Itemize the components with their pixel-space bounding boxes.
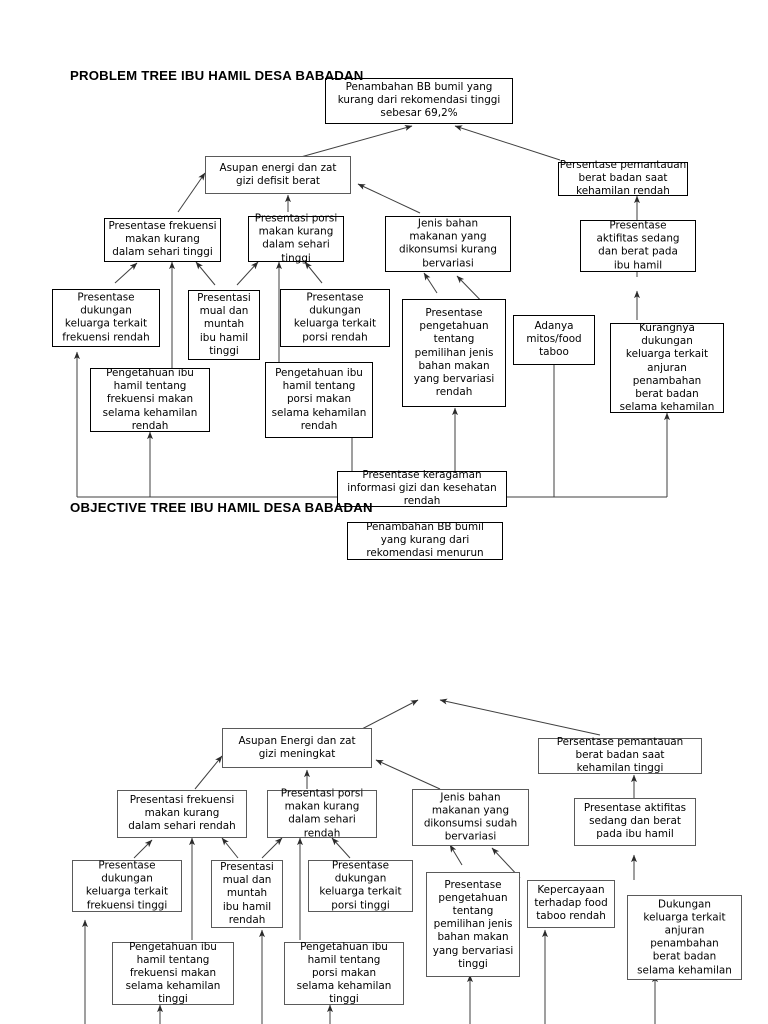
objective-node-asupan-energi[interactable]: Asupan Energi dan zat gizi meningkat [222,728,372,768]
problem-node-pengetahuan-jenis-label: Presentase pengetahuan tentang pemilihan… [413,306,495,399]
objective-node-pengetahuan-porsi-label: Pengetahuan ibu hamil tentang porsi maka… [296,940,392,1006]
problem-node-pengetahuan-porsi-label: Pengetahuan ibu hamil tentang porsi maka… [271,366,367,432]
problem-node-pengetahuan-porsi[interactable]: Pengetahuan ibu hamil tentang porsi maka… [265,362,373,438]
objective-node-dukungan-frekuensi[interactable]: Presentase dukungan keluarga terkait fre… [72,860,182,912]
problem-node-mitos-food-taboo-label: Adanya mitos/food taboo [526,320,582,359]
objective-node-pengetahuan-jenis[interactable]: Presentase pengetahuan tentang pemilihan… [426,872,520,977]
objective-node-porsi-makan-label: Presentasi porsi makan kurang dalam seha… [280,787,364,840]
objective-node-pengetahuan-porsi[interactable]: Pengetahuan ibu hamil tentang porsi maka… [284,940,404,1005]
problem-node-frekuensi-makan-label: Presentase frekuensi makan kurang dalam … [108,220,217,259]
objective-node-root[interactable]: Penambahan BB bumil yang kurang dari rek… [347,521,503,560]
problem-tree-title: PROBLEM TREE IBU HAMIL DESA BABADAN [70,68,364,83]
problem-node-porsi-makan[interactable]: Presentasi porsi makan kurang dalam seha… [248,213,344,264]
problem-node-kurang-dukungan-bb[interactable]: Kurangnya dukungan keluarga terkait anju… [610,322,724,413]
objective-node-asupan-energi-label: Asupan Energi dan zat gizi meningkat [238,734,356,760]
problem-node-pengetahuan-frekuensi[interactable]: Pengetahuan ibu hamil tentang frekuensi … [90,367,210,432]
objective-node-frekuensi-makan-label: Presentasi frekuensi makan kurang dalam … [128,794,236,833]
problem-node-pengetahuan-frekuensi-label: Pengetahuan ibu hamil tentang frekuensi … [102,366,198,432]
objective-node-pemantauan-bb[interactable]: Persentase pemantauan berat badan saat k… [538,736,702,775]
objective-node-aktifitas-label: Presentase aktifitas sedang dan berat pa… [583,802,687,841]
problem-node-root-label: Penambahan BB bumil yang kurang dari rek… [337,81,501,120]
problem-node-pengetahuan-jenis[interactable]: Presentase pengetahuan tentang pemilihan… [402,299,506,407]
objective-node-dukungan-bb-label: Dukungan keluarga terkait anjuran penamb… [637,897,732,976]
objective-node-dukungan-porsi[interactable]: Presentase dukungan keluarga terkait por… [308,860,413,912]
problem-node-asupan-energi-label: Asupan energi dan zat gizi defisit berat [219,161,337,187]
problem-node-dukungan-frekuensi-label: Presentase dukungan keluarga terkait fre… [62,291,150,344]
objective-node-jenis-bahan[interactable]: Jenis bahan makanan yang dikonsumsi suda… [412,789,529,846]
objective-node-aktifitas[interactable]: Presentase aktifitas sedang dan berat pa… [574,798,696,846]
problem-node-pemantauan-bb-label: Persentase pemantauan berat badan saat k… [559,159,687,198]
objective-node-mual-muntah[interactable]: Presentasi mual dan muntah ibu hamil ren… [211,860,283,928]
objective-node-dukungan-frekuensi-label: Presentase dukungan keluarga terkait fre… [85,859,169,912]
problem-node-porsi-makan-label: Presentasi porsi makan kurang dalam seha… [254,212,338,265]
problem-node-dukungan-porsi[interactable]: Presentase dukungan keluarga terkait por… [280,289,390,347]
objective-tree-title: OBJECTIVE TREE IBU HAMIL DESA BABADAN [70,500,373,515]
problem-node-aktifitas-label: Presentase aktifitas sedang dan berat pa… [596,219,680,272]
objective-node-pengetahuan-frekuensi-label: Pengetahuan ibu hamil tentang frekuensi … [125,940,221,1006]
objective-node-jenis-bahan-label: Jenis bahan makanan yang dikonsumsi suda… [423,791,518,843]
objective-node-frekuensi-makan[interactable]: Presentasi frekuensi makan kurang dalam … [117,790,247,838]
problem-node-mitos-food-taboo[interactable]: Adanya mitos/food taboo [513,315,595,365]
objective-node-pengetahuan-frekuensi[interactable]: Pengetahuan ibu hamil tentang frekuensi … [112,940,234,1005]
objective-node-kepercayaan-food-taboo-label: Kepercayaan terhadap food taboo rendah [534,884,608,923]
problem-node-root[interactable]: Penambahan BB bumil yang kurang dari rek… [325,78,513,124]
objective-node-root-label: Penambahan BB bumil yang kurang dari rek… [366,521,484,560]
problem-node-pemantauan-bb[interactable]: Persentase pemantauan berat badan saat k… [558,159,688,198]
objective-node-dukungan-bb[interactable]: Dukungan keluarga terkait anjuran penamb… [627,895,742,980]
problem-node-jenis-bahan[interactable]: Jenis bahan makanan yang dikonsumsi kura… [385,216,511,272]
objective-node-porsi-makan[interactable]: Presentasi porsi makan kurang dalam seha… [267,788,377,839]
problem-node-kurang-dukungan-bb-label: Kurangnya dukungan keluarga terkait anju… [619,321,715,414]
problem-node-mual-muntah[interactable]: Presentasi mual dan muntah ibu hamil tin… [188,290,260,360]
objective-node-pengetahuan-jenis-label: Presentase pengetahuan tentang pemilihan… [432,878,514,970]
problem-node-jenis-bahan-label: Jenis bahan makanan yang dikonsumsi kura… [399,217,497,270]
problem-node-dukungan-frekuensi[interactable]: Presentase dukungan keluarga terkait fre… [52,289,160,347]
problem-node-asupan-energi[interactable]: Asupan energi dan zat gizi defisit berat [205,156,351,194]
problem-node-frekuensi-makan[interactable]: Presentase frekuensi makan kurang dalam … [104,218,221,262]
objective-node-pemantauan-bb-label: Persentase pemantauan berat badan saat k… [556,736,684,775]
objective-node-dukungan-porsi-label: Presentase dukungan keluarga terkait por… [319,859,402,912]
objective-node-kepercayaan-food-taboo[interactable]: Kepercayaan terhadap food taboo rendah [527,880,615,928]
problem-node-dukungan-porsi-label: Presentase dukungan keluarga terkait por… [293,291,377,344]
problem-node-aktifitas[interactable]: Presentase aktifitas sedang dan berat pa… [580,220,696,272]
